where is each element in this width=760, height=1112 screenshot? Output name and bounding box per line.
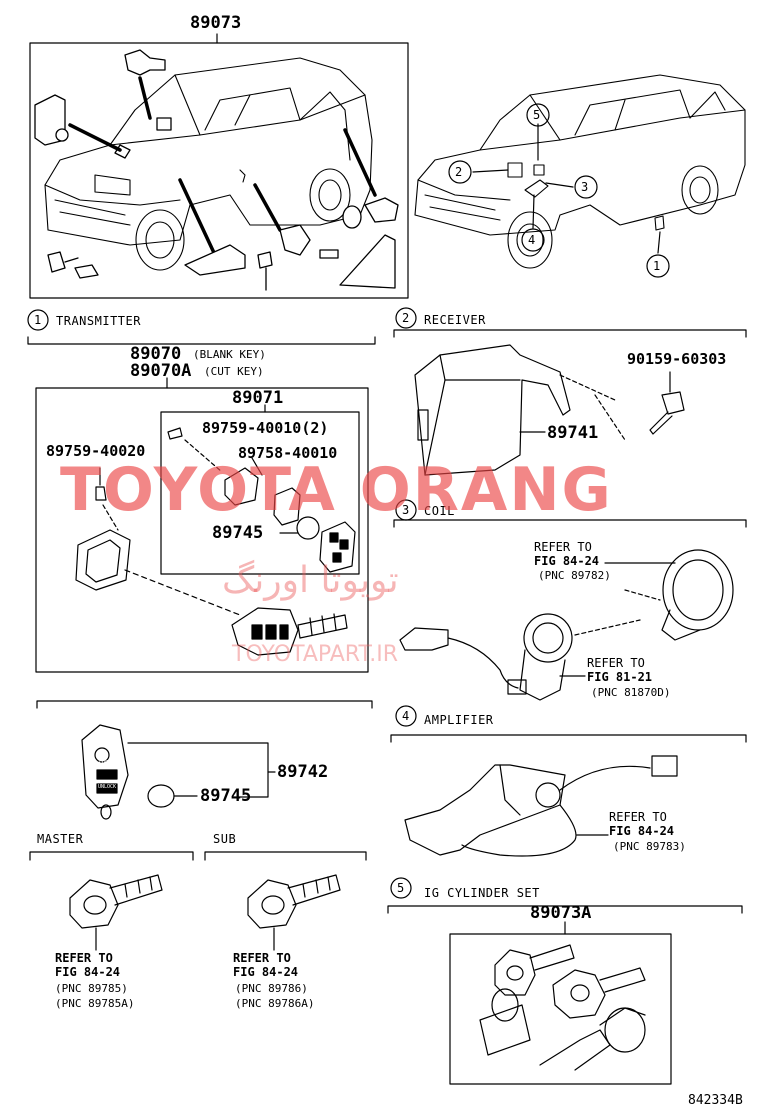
sub-key-drawing xyxy=(247,874,341,951)
section-1-bracket xyxy=(27,336,376,345)
figure-code: 842334B xyxy=(688,1093,743,1108)
callout-number: 1 xyxy=(653,259,661,273)
section-circle-2 xyxy=(395,307,417,329)
vehicle-left xyxy=(44,57,373,271)
cover-subbox xyxy=(160,411,360,575)
amplifier-drawing xyxy=(404,755,678,857)
part-number-90159-60303: 90159-60303 xyxy=(627,350,727,368)
section-number: 1 xyxy=(34,313,42,327)
section-circle-5 xyxy=(390,877,412,899)
unlock-button-label: UNLOCK xyxy=(98,784,117,790)
sub-pnc-2: (PNC 89786A) xyxy=(235,997,315,1010)
sub-bracket xyxy=(204,851,367,861)
section-title-receiver: RECEIVER xyxy=(424,313,486,327)
part-number-89745-fob: 89745 xyxy=(200,786,252,806)
section-title-ig-cylinder-set: IG CYLINDER SET xyxy=(424,886,540,900)
part-number-89741: 89741 xyxy=(547,423,599,443)
blank-key-note: (BLANK KEY) xyxy=(193,348,266,361)
part-number-89071: 89071 xyxy=(232,388,284,408)
master-refer: REFER TO xyxy=(55,951,113,965)
watermark-toyota-orang: TOYOTA ORANG xyxy=(60,455,613,525)
section-circle-1 xyxy=(27,309,49,331)
fob-bracket xyxy=(36,700,373,709)
coil-pnc-2: (PNC 81870D) xyxy=(591,686,671,699)
callout-circles xyxy=(448,103,670,278)
section-number: 3 xyxy=(402,503,410,517)
section-3-bracket xyxy=(393,519,747,528)
vehicle-right xyxy=(414,74,746,269)
part-number-89759-40020: 89759-40020 xyxy=(46,442,146,460)
receiver-drawing xyxy=(414,344,571,476)
bolt-drawing xyxy=(649,391,685,435)
fob-leader-89742 xyxy=(127,742,269,798)
coil-fig-1: FIG 84-24 xyxy=(534,554,600,568)
coil-fig-2: FIG 81-21 xyxy=(587,670,653,684)
part-number-89073a: 89073A xyxy=(530,903,592,923)
callout-number: 5 xyxy=(533,108,541,122)
watermark-farsi: تویوتا اورنگ xyxy=(222,560,399,601)
master-key-drawing xyxy=(69,874,163,951)
callout-number: 2 xyxy=(455,165,463,179)
section-2-bracket xyxy=(393,329,747,338)
amplifier-refer: REFER TO xyxy=(609,810,667,824)
part-number-89742: 89742 xyxy=(277,762,329,782)
sub-title: SUB xyxy=(213,832,237,846)
coil-refer-2: REFER TO xyxy=(587,656,645,670)
section-circle-4 xyxy=(395,705,417,727)
master-pnc-1: (PNC 89785) xyxy=(55,982,128,995)
cut-key-note: (CUT KEY) xyxy=(204,365,264,378)
master-fig: FIG 84-24 xyxy=(55,965,121,979)
part-number-89758-40010: 89758-40010 xyxy=(238,444,338,462)
sub-pnc-1: (PNC 89786) xyxy=(235,982,308,995)
lock-button-label: LOCK xyxy=(99,760,112,766)
master-pnc-2: (PNC 89785A) xyxy=(55,997,135,1010)
amplifier-fig: FIG 84-24 xyxy=(609,824,675,838)
master-title: MASTER xyxy=(37,832,84,846)
transmitter-box xyxy=(35,387,369,673)
part-number-89070: 89070 xyxy=(130,344,182,364)
section-number: 5 xyxy=(397,881,405,895)
callout-number: 3 xyxy=(581,180,589,194)
coil-drawing xyxy=(399,549,734,701)
section-5-bracket xyxy=(387,905,743,914)
transmitter-parts xyxy=(75,427,356,656)
ig-set-box xyxy=(449,933,672,1085)
amplifier-pnc: (PNC 89783) xyxy=(613,840,686,853)
section-4-bracket xyxy=(390,734,747,743)
coil-refer-1: REFER TO xyxy=(534,540,592,554)
sub-fig: FIG 84-24 xyxy=(233,965,299,979)
section-title-amplifier: AMPLIFIER xyxy=(424,713,494,727)
part-number-89759-40010: 89759-40010(2) xyxy=(202,419,329,437)
right-callout-leaders xyxy=(472,123,661,254)
section-title-transmitter: TRANSMITTER xyxy=(56,314,141,328)
master-bracket xyxy=(29,851,194,861)
part-number-89070a: 89070A xyxy=(130,361,192,381)
part-number-89745: 89745 xyxy=(212,523,264,543)
section-title-coil: COIL xyxy=(424,504,455,518)
part-number-89073: 89073 xyxy=(190,13,242,33)
part-icons-top xyxy=(34,49,399,291)
sub-refer: REFER TO xyxy=(233,951,291,965)
watermark-site: TOYOTAPART.IR xyxy=(232,642,399,667)
coil-pnc-1: (PNC 89782) xyxy=(538,569,611,582)
callout-number: 4 xyxy=(528,233,536,247)
set-box-89073 xyxy=(29,42,409,299)
section-number: 4 xyxy=(402,709,410,723)
ig-drawing xyxy=(479,944,646,1071)
fob-parts xyxy=(81,724,175,820)
section-number: 2 xyxy=(402,311,410,325)
